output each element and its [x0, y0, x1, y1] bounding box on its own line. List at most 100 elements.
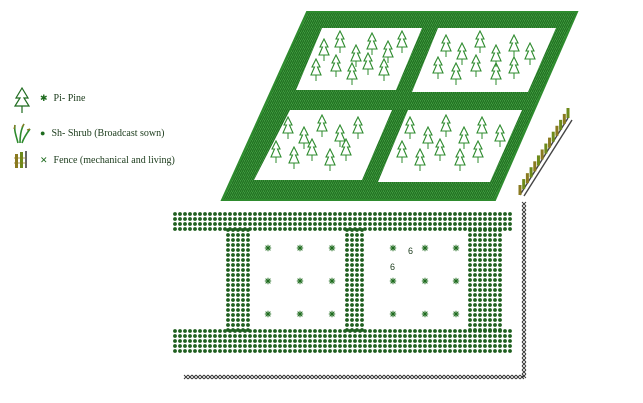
shrub-dot [348, 349, 352, 353]
shrub-dot [368, 222, 372, 226]
shrub-dot [226, 253, 230, 257]
shrub-dot [345, 258, 349, 262]
shrub-dot [231, 248, 235, 252]
shrub-dot [303, 212, 307, 216]
shrub-dot [493, 328, 497, 332]
shrub-dot [468, 303, 472, 307]
fence-x-mark [521, 293, 527, 299]
fence-post [544, 143, 548, 154]
shrub-dot [253, 217, 257, 221]
shrub-dot [246, 318, 250, 322]
fence-x-mark [521, 285, 527, 291]
fence-x-mark [427, 374, 433, 380]
shrub-dot [228, 349, 232, 353]
shrub-dot [273, 344, 277, 348]
shrub-dot [188, 339, 192, 343]
shrub-dot [468, 217, 472, 221]
shrub-dot [263, 334, 267, 338]
shrub-dot [355, 313, 359, 317]
fence-x-mark [521, 249, 527, 255]
shrub-dot [355, 238, 359, 242]
shrub-dot [273, 212, 277, 216]
shrub-dot [253, 222, 257, 226]
fence-x-mark [367, 374, 373, 380]
fence-x-mark [521, 253, 527, 259]
shrub-dot [288, 349, 292, 353]
shrub-dot [478, 258, 482, 262]
shrub-dot [350, 298, 354, 302]
shrub-dot [178, 344, 182, 348]
shrub-dot [443, 212, 447, 216]
fence-x-mark [239, 374, 245, 380]
shrub-dot [213, 227, 217, 231]
fence-x-mark [243, 374, 249, 380]
shrub-dot [328, 217, 332, 221]
shrub-dot [231, 273, 235, 277]
shrub-dot [343, 349, 347, 353]
shrub-dot [473, 273, 477, 277]
fence-post [555, 125, 559, 136]
shrub-dot [483, 263, 487, 267]
shrub-dot [203, 222, 207, 226]
shrub-dot [360, 328, 364, 332]
fence-x-mark [327, 374, 333, 380]
shrub-dot [273, 222, 277, 226]
shrub-dot [363, 344, 367, 348]
shrub-dot [433, 329, 437, 333]
shrub-dot [360, 323, 364, 327]
shrub-dot [218, 227, 222, 231]
shrub-dot [368, 349, 372, 353]
shrub-dot [345, 278, 349, 282]
fence-x-mark [323, 374, 329, 380]
shrub-dot [318, 329, 322, 333]
shrub-dot [350, 268, 354, 272]
shrub-dot [188, 344, 192, 348]
shrub-dot [223, 222, 227, 226]
shrub-dot [348, 344, 352, 348]
fence-x-mark [259, 374, 265, 380]
shrub-dot [308, 222, 312, 226]
fence-x-mark [275, 374, 281, 380]
shrub-dot [263, 329, 267, 333]
shrub-dot [241, 283, 245, 287]
shrub-dot [403, 344, 407, 348]
shrub-dot [223, 329, 227, 333]
shrub-dot [323, 227, 327, 231]
fence-x-mark [191, 374, 197, 380]
shrub-dot [398, 217, 402, 221]
shrub-dot [231, 258, 235, 262]
fence-post [518, 185, 522, 195]
shrub-dot [498, 212, 502, 216]
shrub-dot [355, 293, 359, 297]
shrub-dot [508, 329, 512, 333]
shrub-dot [383, 349, 387, 353]
fence-x-mark [371, 374, 377, 380]
shrub-dot [413, 227, 417, 231]
shrub-dot [348, 212, 352, 216]
shrub-dot [193, 227, 197, 231]
fence-x-mark [521, 233, 527, 239]
fence-x-mark [521, 373, 527, 379]
shrub-dot [313, 227, 317, 231]
shrub-dot [236, 288, 240, 292]
shrub-dot [231, 228, 235, 232]
shrub-dot [473, 268, 477, 272]
shrub-dot [443, 334, 447, 338]
shrub-dot [468, 318, 472, 322]
shrub-dot [236, 273, 240, 277]
shrub-dot [428, 334, 432, 338]
fence-x-mark [223, 374, 229, 380]
shrub-dot [345, 248, 349, 252]
shrub-dot [345, 228, 349, 232]
shrub-dot [288, 344, 292, 348]
shrub-dot [345, 233, 349, 237]
shrub-dot [488, 334, 492, 338]
shrub-dot [226, 288, 230, 292]
shrub-dot [488, 212, 492, 216]
shrub-dot [468, 228, 472, 232]
shrub-dot [288, 227, 292, 231]
shrub-dot [463, 329, 467, 333]
shrub-dot [493, 339, 497, 343]
shrub-dot [423, 339, 427, 343]
fence-x-mark [521, 265, 527, 271]
